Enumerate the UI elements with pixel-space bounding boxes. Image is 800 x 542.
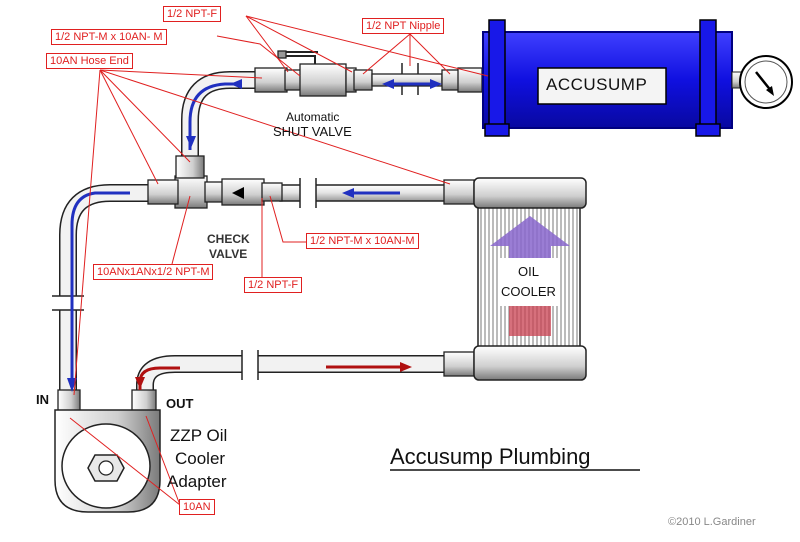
oil-label: OIL bbox=[518, 264, 539, 279]
automatic-label: Automatic bbox=[286, 110, 340, 124]
cooler-label: COOLER bbox=[501, 284, 556, 299]
label-npt-f-bottom: 1/2 NPT-F bbox=[244, 277, 303, 293]
oil-cooler-adapter bbox=[54, 409, 161, 513]
label-10an: 10AN bbox=[179, 499, 215, 515]
adapter-label-line2: Cooler bbox=[175, 449, 226, 468]
adapter-label-line3: Adapter bbox=[167, 472, 227, 491]
label-npt-nipple: 1/2 NPT Nipple bbox=[362, 18, 445, 34]
label-tee-fitting: 10ANx1ANx1/2 NPT-M bbox=[93, 264, 214, 280]
adapter-label-line1: ZZP Oil bbox=[170, 426, 228, 445]
label-10an-hose-end: 10AN Hose End bbox=[46, 53, 133, 69]
pressure-gauge bbox=[739, 55, 793, 109]
label-npt-f-top: 1/2 NPT-F bbox=[163, 6, 222, 22]
leader-lines bbox=[69, 15, 489, 506]
break-marks bbox=[52, 63, 419, 380]
in-label: IN bbox=[36, 392, 49, 407]
oil-cooler bbox=[473, 177, 587, 381]
out-label: OUT bbox=[166, 396, 194, 411]
label-npt-m-10an-m-top: 1/2 NPT-M x 10AN- M bbox=[51, 29, 167, 45]
copyright: ©2010 L.Gardiner bbox=[668, 516, 756, 528]
accusump-label: ACCUSUMP bbox=[546, 75, 648, 94]
check-valve-label-line1: CHECK bbox=[207, 232, 250, 246]
shut-valve-label: SHUT VALVE bbox=[273, 124, 352, 139]
diagram-title: Accusump Plumbing bbox=[390, 444, 591, 469]
accusump-tank bbox=[482, 19, 745, 137]
check-valve-label-line2: VALVE bbox=[209, 247, 248, 261]
label-npt-m-10an-m-bottom: 1/2 NPT-M x 10AN-M bbox=[306, 233, 419, 249]
flow-arrows bbox=[67, 79, 442, 392]
